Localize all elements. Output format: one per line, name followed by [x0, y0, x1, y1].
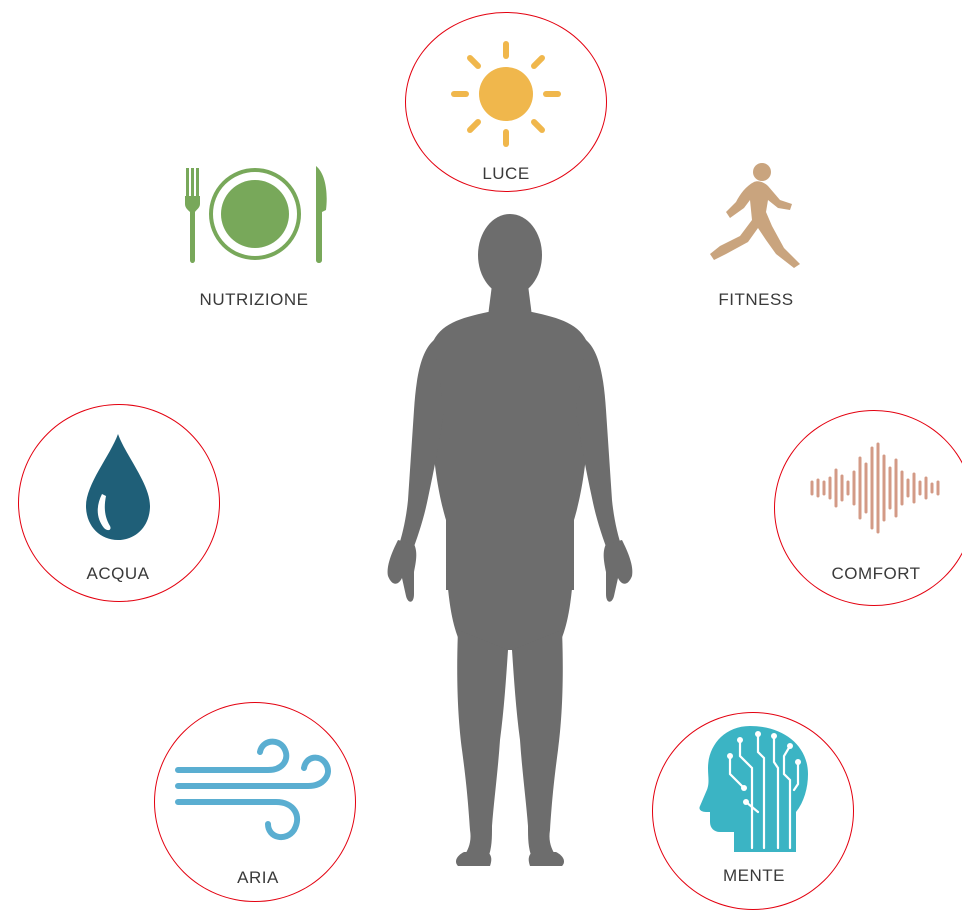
runner-icon: [706, 160, 806, 272]
fitness-label: FITNESS: [718, 290, 793, 310]
brain-head-icon: [700, 722, 812, 856]
plate-icon: [180, 164, 330, 264]
aria-label: ARIA: [237, 868, 279, 888]
luce-label: LUCE: [482, 164, 529, 184]
acqua-label: ACQUA: [87, 564, 150, 584]
wind-icon: [172, 736, 338, 846]
mente-label: MENTE: [723, 866, 785, 886]
comfort-label: COMFORT: [831, 564, 920, 584]
nutrizione-label: NUTRIZIONE: [200, 290, 309, 310]
sun-icon: [448, 40, 564, 152]
water-drop-icon: [82, 432, 154, 542]
sound-wave-icon: [808, 442, 944, 534]
